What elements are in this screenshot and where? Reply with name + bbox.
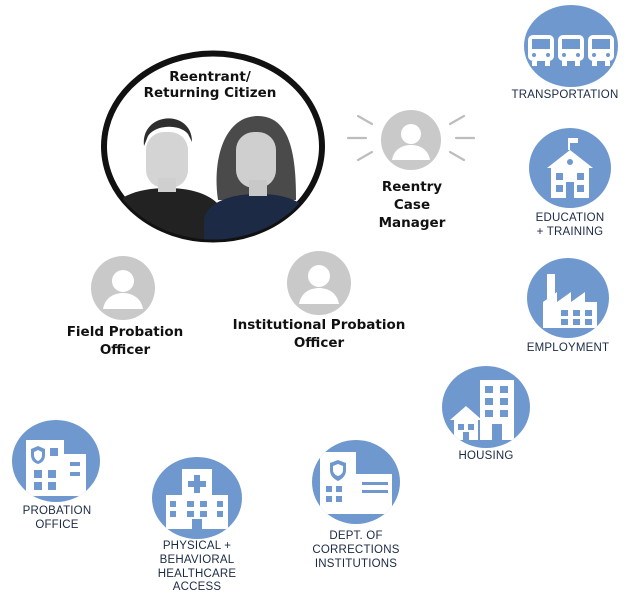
- institutional-officer-label: Institutional Probation Officer: [214, 316, 424, 352]
- institutional-officer-line2: Officer: [293, 335, 345, 351]
- reentrant-circle: [100, 50, 326, 243]
- housing-icon: [442, 366, 530, 448]
- field-officer-icon: [90, 255, 156, 321]
- transportation-label: TRANSPORTATION: [511, 89, 619, 101]
- bus-icon: [524, 5, 618, 87]
- reentrant-label-line2: Returning Citizen: [143, 84, 277, 101]
- education-line1: EDUCATION: [535, 212, 605, 224]
- case-manager-label: Reentry Case Manager: [362, 178, 462, 232]
- housing-label: HOUSING: [458, 450, 514, 462]
- probation-office-label: PROBATION OFFICE: [2, 505, 112, 533]
- school-icon: [529, 128, 611, 208]
- probation-office-line1: PROBATION: [22, 505, 92, 517]
- case-manager-icon: [346, 108, 476, 178]
- employment-label: EMPLOYMENT: [526, 342, 610, 354]
- probation-office-icon: [12, 420, 100, 502]
- corrections-building-icon: [312, 440, 400, 524]
- corrections-line3: INSTITUTIONS: [314, 557, 398, 570]
- healthcare-label: PHYSICAL + BEHAVIORAL HEALTHCARE ACCESS: [140, 540, 254, 595]
- field-officer-line1: Field Probation: [66, 324, 184, 340]
- probation-office-line2: OFFICE: [35, 518, 79, 531]
- case-manager-line2: Case: [393, 197, 431, 213]
- healthcare-line2: BEHAVIORAL: [159, 553, 235, 566]
- corrections-line1: DEPT. OF: [329, 530, 383, 542]
- healthcare-line4: ACCESS: [172, 581, 222, 594]
- reentrant-label-line1: Reentrant/: [169, 69, 251, 85]
- hospital-icon: [152, 457, 242, 539]
- education-line2: + TRAINING: [536, 225, 604, 238]
- case-manager-line3: Manager: [378, 215, 446, 231]
- reentrant-label: Reentrant/ Returning Citizen: [130, 69, 290, 101]
- field-officer-label: Field Probation Officer: [40, 323, 210, 359]
- institutional-officer-icon: [286, 250, 352, 316]
- case-manager-line1: Reentry: [381, 179, 443, 195]
- field-officer-line2: Officer: [99, 342, 151, 358]
- corrections-label: DEPT. OF CORRECTIONS INSTITUTIONS: [290, 530, 422, 571]
- education-label: EDUCATION + TRAINING: [515, 212, 625, 240]
- corrections-line2: CORRECTIONS: [312, 543, 400, 556]
- institutional-officer-line1: Institutional Probation: [232, 317, 406, 333]
- healthcare-line1: PHYSICAL +: [162, 540, 232, 552]
- healthcare-line3: HEALTHCARE: [157, 567, 237, 580]
- factory-icon: [527, 258, 609, 338]
